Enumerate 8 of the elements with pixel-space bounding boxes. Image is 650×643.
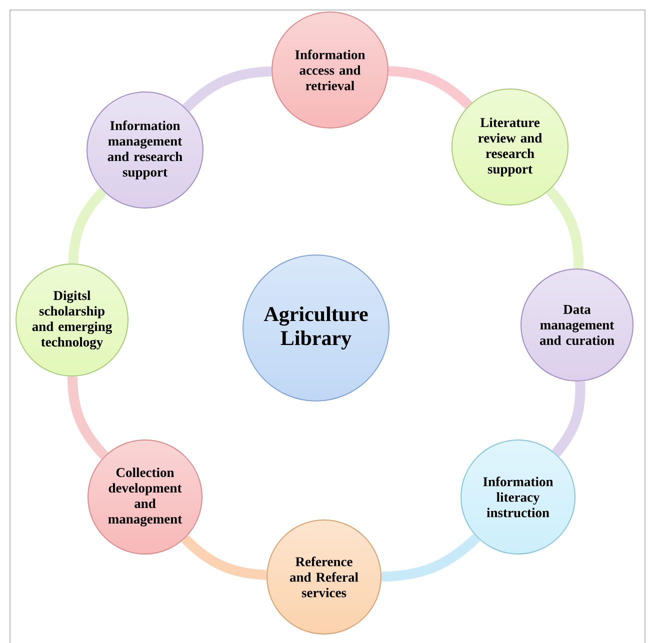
ring-arc bbox=[381, 534, 480, 582]
ring-arc bbox=[552, 381, 586, 457]
ring-arc bbox=[546, 186, 584, 269]
ring-arc bbox=[67, 376, 108, 460]
ring-arc bbox=[182, 66, 272, 112]
ring-arc bbox=[388, 66, 472, 110]
ring-arc bbox=[68, 188, 108, 264]
ring-arc bbox=[181, 534, 267, 580]
